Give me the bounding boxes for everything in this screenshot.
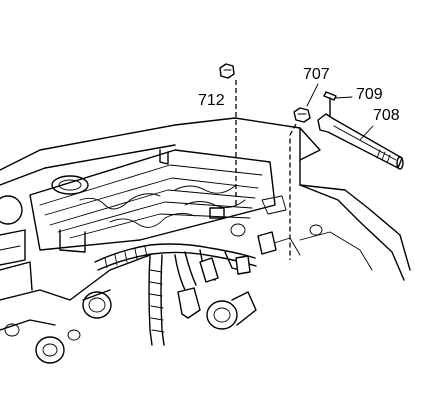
electrical-connectors bbox=[177, 231, 277, 319]
callout-712: 712 bbox=[198, 92, 225, 109]
bolt-712 bbox=[219, 63, 237, 205]
leader-lines bbox=[306, 83, 374, 141]
left-housing-end bbox=[0, 195, 33, 291]
housing-outline bbox=[0, 117, 411, 331]
shaft-708 bbox=[317, 113, 404, 170]
callout-709: 709 bbox=[356, 86, 383, 103]
callout-708: 708 bbox=[373, 107, 400, 124]
solenoid-fittings bbox=[4, 223, 323, 364]
callout-707: 707 bbox=[303, 66, 330, 83]
wiring-harness bbox=[94, 243, 257, 346]
valve-body bbox=[29, 149, 287, 253]
nut-707 bbox=[289, 107, 311, 260]
